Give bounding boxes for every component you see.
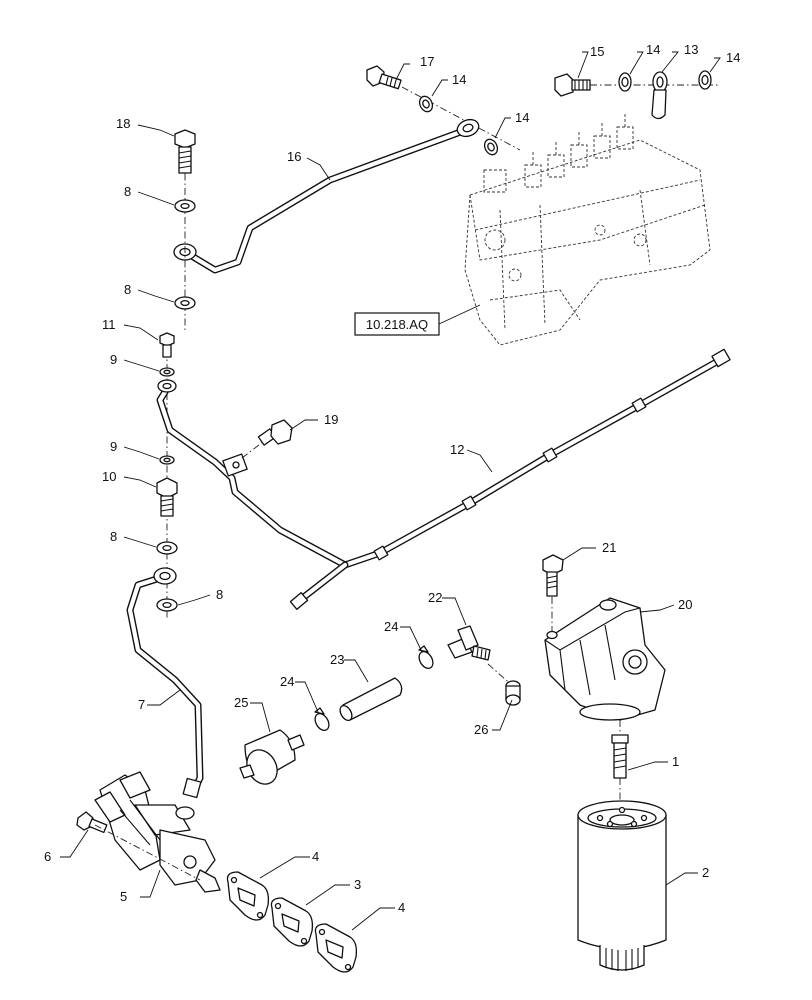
bolt-19 xyxy=(257,419,293,446)
pump-reference-box: 10.218.AQ xyxy=(354,304,481,336)
inline-filter-icon xyxy=(239,729,305,785)
fuel-pipe-7 xyxy=(126,567,204,799)
washer-8-b xyxy=(174,296,196,310)
callout-leaders xyxy=(60,51,721,931)
washer-8-d xyxy=(156,598,178,612)
banjo-bolt-17 xyxy=(366,65,402,90)
pump-reference-label: 10.218.AQ xyxy=(366,317,428,332)
callout-18: 18 xyxy=(116,116,130,131)
callout-17: 17 xyxy=(420,54,434,69)
banjo-bolt-10 xyxy=(156,477,178,517)
callout-22: 22 xyxy=(428,590,442,605)
callout-8: 8 xyxy=(110,529,117,544)
callout-20: 20 xyxy=(678,597,692,612)
callout-19: 19 xyxy=(324,412,338,427)
fuel-filter-icon xyxy=(577,800,667,971)
washer-9-b xyxy=(159,455,175,465)
callout-9: 9 xyxy=(110,439,117,454)
banjo-bolt-15 xyxy=(554,73,591,97)
elbow-fitting-22 xyxy=(447,625,491,661)
callout-23: 23 xyxy=(330,652,344,667)
callout-7: 7 xyxy=(138,697,145,712)
callout-16: 16 xyxy=(287,149,301,164)
callout-3: 3 xyxy=(354,877,361,892)
callout-6: 6 xyxy=(44,849,51,864)
callout-24: 24 xyxy=(280,674,294,689)
washer-14-top-a xyxy=(618,72,632,92)
bolt-11 xyxy=(159,332,175,358)
washer-14-pipe-a xyxy=(418,95,434,113)
callout-15: 15 xyxy=(590,44,604,59)
injection-pump-icon xyxy=(464,112,711,346)
washer-9-a xyxy=(159,367,175,377)
gasket-3 xyxy=(270,897,314,947)
callout-8: 8 xyxy=(124,184,131,199)
callout-numbers: 17 15 14 13 14 14 14 18 16 8 8 11 9 19 9… xyxy=(44,42,740,915)
filter-head-icon xyxy=(544,597,666,721)
gasket-4-a xyxy=(226,871,270,921)
washer-14-pipe-b xyxy=(483,138,499,156)
callout-8: 8 xyxy=(124,282,131,297)
callout-2: 2 xyxy=(702,865,709,880)
bolt-21 xyxy=(542,554,564,597)
callout-4: 4 xyxy=(398,900,405,915)
callout-25: 25 xyxy=(234,695,248,710)
callout-10: 10 xyxy=(102,469,116,484)
lift-pump-icon xyxy=(94,771,221,893)
hose-23 xyxy=(339,677,403,722)
connector-26 xyxy=(505,680,521,706)
callout-8: 8 xyxy=(216,587,223,602)
nipple-1 xyxy=(611,734,629,779)
callout-5: 5 xyxy=(120,889,127,904)
callout-13: 13 xyxy=(684,42,698,57)
fuel-pipe-16 xyxy=(173,118,480,274)
fuel-pipe-12 xyxy=(156,348,731,610)
callout-9: 9 xyxy=(110,352,117,367)
callout-14: 14 xyxy=(726,50,740,65)
hose-clamp-24-a xyxy=(314,707,330,732)
hose-clamp-24-b xyxy=(418,645,434,670)
banjo-bolt-18 xyxy=(174,129,196,174)
callout-4: 4 xyxy=(312,849,319,864)
callout-1: 1 xyxy=(672,754,679,769)
callout-21: 21 xyxy=(602,540,616,555)
washer-8-c xyxy=(156,541,178,555)
banjo-fitting-13 xyxy=(651,71,668,120)
gasket-4-b xyxy=(314,923,358,973)
callout-14: 14 xyxy=(515,110,529,125)
washer-14-top-b xyxy=(698,70,712,90)
callout-14: 14 xyxy=(646,42,660,57)
callout-24: 24 xyxy=(384,619,398,634)
callout-26: 26 xyxy=(474,722,488,737)
washer-8-a xyxy=(174,199,196,213)
callout-12: 12 xyxy=(450,442,464,457)
bolt-6 xyxy=(76,811,108,834)
callout-11: 11 xyxy=(102,317,116,332)
callout-14: 14 xyxy=(452,72,466,87)
